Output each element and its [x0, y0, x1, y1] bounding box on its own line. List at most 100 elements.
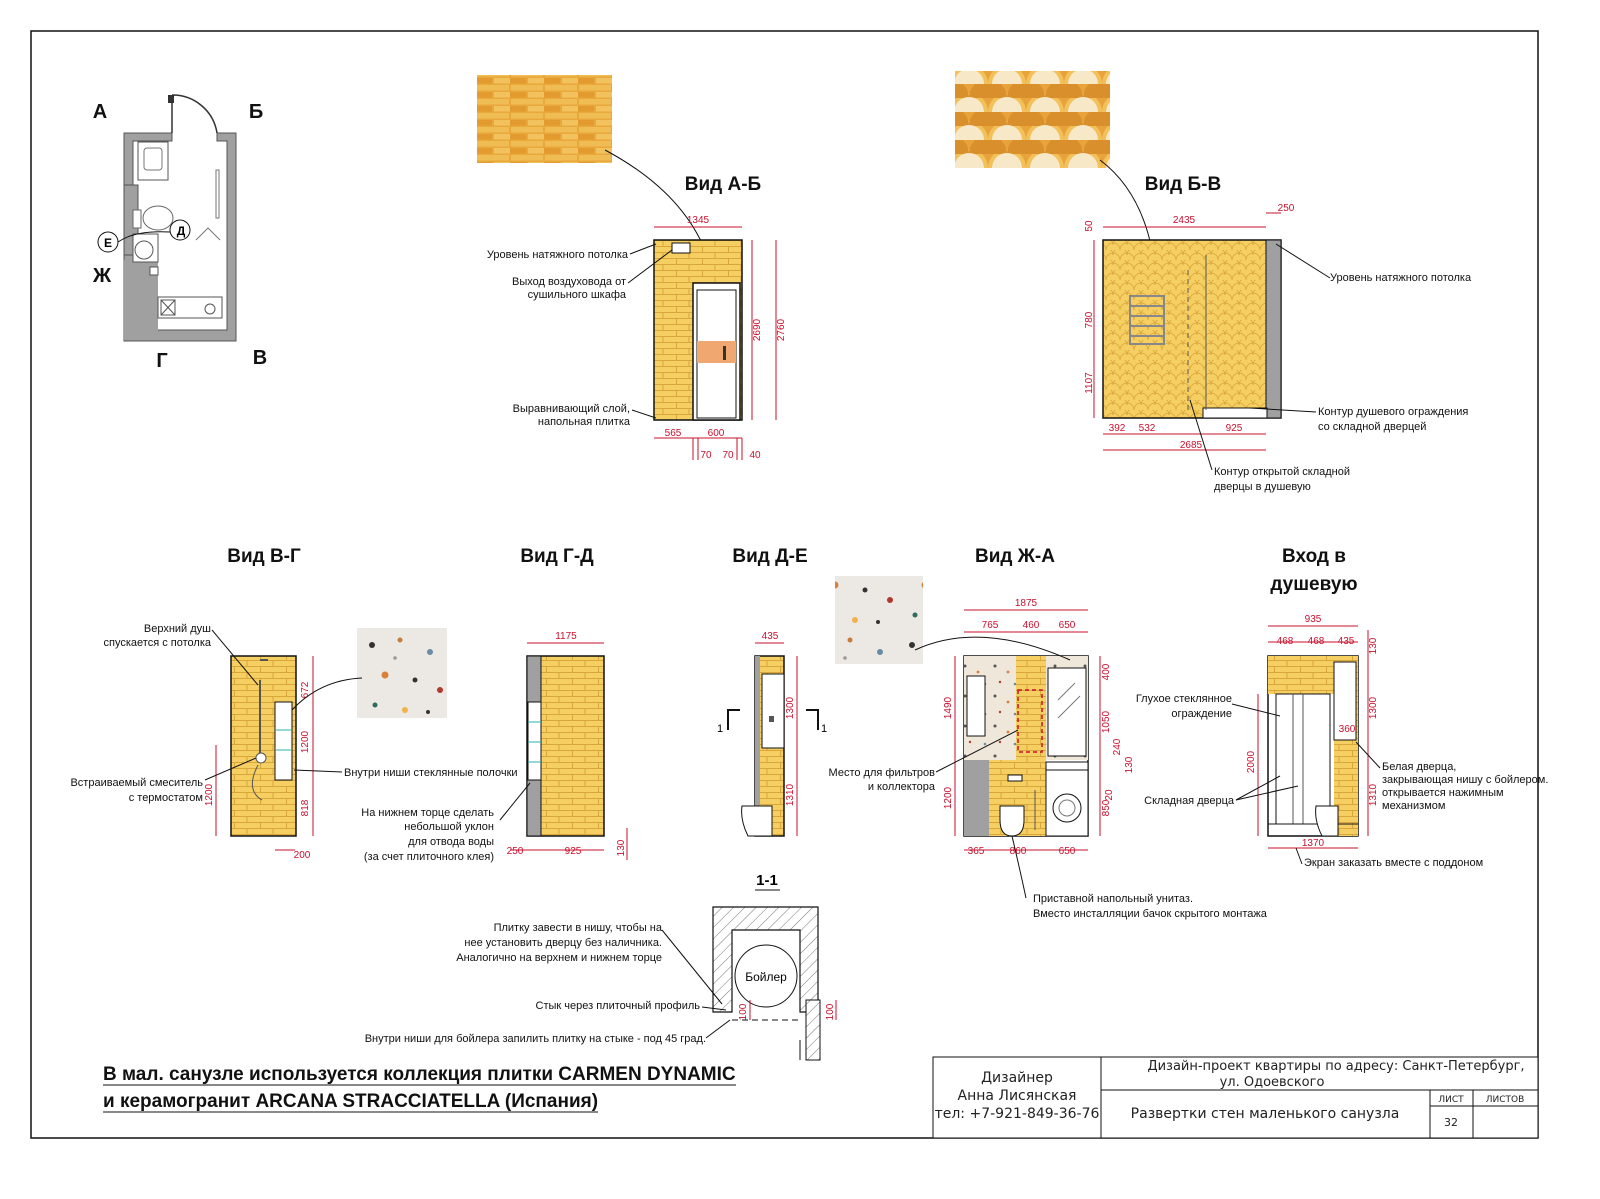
view-entry: Вход в душевую 935 468 468 435 130 1300 …	[1136, 546, 1549, 869]
view-ab-note-duct1: Выход воздуховода от	[512, 276, 626, 288]
stamp-phone: тел: +7-921-849-36-76	[935, 1106, 1100, 1122]
tile-sample-scale	[955, 71, 1110, 168]
view-ab-dim-b2: 600	[708, 428, 725, 439]
view-zha: Вид Ж-А 1875 765 460 650 1490 1200	[829, 546, 1268, 920]
view-vg-dim-b1: 200	[294, 850, 311, 861]
view-bv-dim-b3: 925	[1226, 423, 1243, 434]
stamp-designer-label: Дизайнер	[981, 1070, 1053, 1086]
view-vg-note-shower2: спускается с потолка	[104, 637, 212, 649]
view-de-cut-right: 1	[821, 723, 827, 735]
view-zha-dim-r1: 400	[1101, 663, 1112, 680]
view-entry-title2: душевую	[1270, 574, 1357, 595]
view-vg: Вид В-Г 672 1200 818 1200 200 Верхний ду…	[70, 546, 517, 861]
view-zha-dim-b2: 860	[1010, 846, 1027, 857]
footer-note: В мал. санузле используется коллекция пл…	[103, 1064, 736, 1113]
section-note-n1: Плитку завести в нишу, чтобы на	[494, 922, 663, 934]
stamp-lists-label: ЛИСТОВ	[1486, 1095, 1525, 1105]
view-zha-dim-t1: 765	[982, 620, 999, 631]
view-vg-dim-r2: 1200	[300, 730, 311, 753]
stamp-project-line-2: ул. Одоевского	[1220, 1075, 1325, 1090]
view-entry-dim-t4: 130	[1368, 637, 1379, 654]
room-plan: А Б Г В Ж Е Д	[92, 94, 267, 372]
view-zha-dim-l2: 1200	[943, 786, 954, 809]
view-ab-note-layer1: Выравнивающий слой,	[513, 403, 630, 415]
view-de: Вид Д-Е 1 1 435 1300 1310	[717, 546, 827, 837]
view-ab: Вид А-Б 1345 2690 2760 565 600 70 70 40 …	[477, 75, 787, 461]
plan-label-d: Д	[177, 224, 186, 238]
view-entry-note-w3: открывается нажимным	[1382, 787, 1504, 799]
view-vg-dim-r1: 672	[300, 681, 311, 698]
title-block: Дизайнер Анна Лисянская тел: +7-921-849-…	[932, 1056, 1539, 1139]
stamp-project-line-1: Дизайн-проект квартиры по адресу: Санкт-…	[1147, 1059, 1524, 1074]
view-gd-note-s4: (за счет плиточного клея)	[364, 851, 494, 863]
view-entry-note-w2: закрывающая нишу с бойлером.	[1382, 774, 1548, 786]
view-zha-dim-t2: 460	[1023, 620, 1040, 631]
view-entry-dim-bottom: 1370	[1302, 838, 1325, 849]
view-bv-dim-b2: 532	[1139, 423, 1156, 434]
view-entry-note-w1: Белая дверца,	[1382, 761, 1456, 773]
view-bv-dim-top: 2435	[1173, 215, 1196, 226]
stamp-list-label: ЛИСТ	[1438, 1095, 1464, 1105]
view-ab-dim-b3: 70	[700, 450, 712, 461]
section-note-bevel: Внутри ниши для бойлера запилить плитку …	[365, 1033, 706, 1045]
view-entry-dim-mid: 360	[1339, 724, 1356, 735]
view-bv-title: Вид Б-В	[1145, 174, 1221, 195]
view-ab-note-ceiling: Уровень натяжного потолка	[487, 249, 629, 261]
section-dim-2: 100	[825, 1003, 836, 1020]
view-gd-dim-b2: 925	[565, 846, 582, 857]
sheet-frame	[30, 30, 1539, 1139]
view-ab-dim-b4: 70	[722, 450, 734, 461]
view-zha-dim-r5: 20	[1104, 789, 1115, 801]
plan-label-e: Е	[104, 236, 112, 250]
view-bv-note-shower1: Контур душевого ограждения	[1318, 406, 1468, 418]
view-de-dim-top: 435	[762, 631, 779, 642]
plan-label-v: В	[253, 347, 267, 369]
view-zha-title: Вид Ж-А	[975, 546, 1055, 567]
view-bv-note-door2: дверцы в душевую	[1214, 481, 1311, 493]
tile-sample-terrazzo-2	[835, 576, 923, 664]
view-de-dim-r2: 1310	[785, 783, 796, 806]
view-zha-dim-l1: 1490	[943, 696, 954, 719]
view-bv-dim-top2: 250	[1278, 203, 1295, 214]
view-ab-dim-top: 1345	[687, 215, 710, 226]
section-note-n3: Аналогично на верхнем и нижнем торце	[456, 952, 662, 964]
view-vg-note-shelves: Внутри ниши стеклянные полочки	[344, 767, 518, 779]
view-zha-note-f1: Место для фильтров	[829, 767, 936, 779]
view-gd: Вид Г-Д 1175 250 925 130 На нижнем торце…	[361, 546, 628, 863]
view-zha-dim-top: 1875	[1015, 598, 1038, 609]
view-entry-note-g1: Глухое стеклянное	[1136, 693, 1232, 705]
view-bv: Вид Б-В 2435 250 50 780 1107 392 532 925…	[955, 71, 1472, 493]
view-entry-dim-r1: 1300	[1368, 696, 1379, 719]
view-entry-dim-r2: 1310	[1368, 783, 1379, 806]
section-dim-1: 100	[738, 1003, 749, 1020]
view-bv-note-door1: Контур открытой складной	[1214, 466, 1350, 478]
view-de-dim-r1: 1300	[785, 696, 796, 719]
section-note-joint: Стык через плиточный профиль	[536, 1000, 701, 1012]
view-entry-dim-t3: 435	[1338, 636, 1355, 647]
view-entry-title1: Вход в	[1282, 546, 1346, 567]
view-de-cut-left: 1	[717, 723, 723, 735]
plan-label-g: Г	[156, 350, 167, 372]
view-ab-dim-b5: 40	[749, 450, 761, 461]
view-zha-note-f2: и коллектора	[868, 781, 936, 793]
view-entry-dim-t2: 468	[1308, 636, 1325, 647]
view-zha-dim-b1: 365	[968, 846, 985, 857]
view-zha-dim-r3: 240	[1112, 738, 1123, 755]
view-bv-dim-b1: 392	[1109, 423, 1126, 434]
view-vg-note-shower1: Верхний душ	[144, 623, 211, 635]
stamp-sheet-title: Развертки стен маленького санузла	[1131, 1106, 1400, 1122]
view-gd-dim-top: 1175	[555, 631, 577, 642]
view-vg-note-mixer2: с термостатом	[129, 792, 203, 804]
view-entry-dim-t1: 468	[1277, 636, 1294, 647]
view-zha-note-wc2: Вместо инсталляции бачок скрытого монтаж…	[1033, 908, 1268, 920]
view-entry-note-screen: Экран заказать вместе с поддоном	[1304, 857, 1483, 869]
view-zha-dim-r2: 1050	[1101, 710, 1112, 733]
footer-line-2: и керамогранит ARCANA STRACCIATELLA (Исп…	[103, 1091, 598, 1112]
view-entry-note-w4: механизмом	[1382, 800, 1445, 812]
view-vg-dim-l1: 1200	[204, 783, 215, 806]
view-bv-dim-left1: 780	[1084, 311, 1095, 328]
plan-label-zh: Ж	[92, 265, 112, 287]
view-vg-title: Вид В-Г	[227, 546, 301, 567]
plan-label-a: А	[93, 101, 107, 123]
